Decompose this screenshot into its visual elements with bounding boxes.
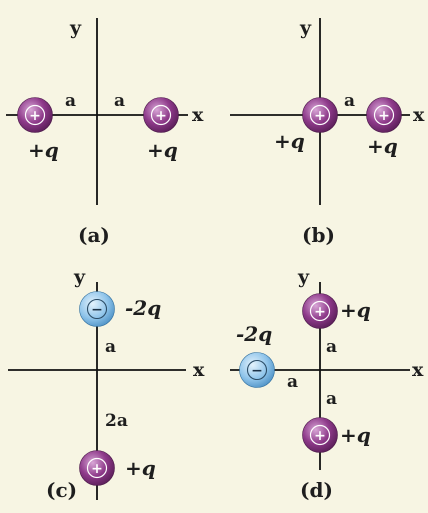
panel-b-caption: (b) (302, 223, 335, 247)
panel-b-distance: a (344, 91, 355, 111)
panel-c-distance-upper: a (105, 337, 116, 357)
charge-sign: + (29, 108, 41, 124)
panel-c-distance-lower: 2a (105, 411, 128, 431)
panel-c-x-label: x (193, 359, 205, 381)
panel-b-charge-right: + (366, 97, 402, 133)
panel-b-x-label: x (413, 104, 425, 126)
charge-sign: + (155, 108, 167, 124)
panel-d-y-label: y (297, 266, 310, 288)
panel-c-charge-bottom: + (79, 450, 115, 486)
panel-a-charge-left: + (17, 97, 53, 133)
panel-d-charge-top-label: +q (340, 298, 371, 322)
charge-sign-ring (309, 300, 331, 322)
charge-sign-ring (373, 104, 395, 126)
positive-charge-ball (366, 97, 402, 133)
panel-a-distance-right: a (114, 91, 125, 111)
panel-d-charge-bottom-label: +q (340, 423, 371, 447)
positive-charge-ball (143, 97, 179, 133)
panel-c-charge-top: − (79, 291, 115, 327)
charge-sign: − (251, 363, 263, 379)
panel-c-charge-top-label: -2q (125, 296, 161, 320)
positive-charge-ball (302, 293, 338, 329)
charge-sign-ring (86, 298, 108, 320)
panel-c-y-label: y (73, 266, 86, 288)
positive-charge-ball (17, 97, 53, 133)
positive-charge-ball (302, 97, 338, 133)
panel-b-charge-origin-label: +q (274, 129, 305, 153)
positive-charge-ball (302, 417, 338, 453)
charge-sign: + (314, 108, 326, 124)
charge-sign: + (314, 428, 326, 444)
negative-charge-ball (79, 291, 115, 327)
panel-a-distance-left: a (65, 91, 76, 111)
panel-a-caption: (a) (78, 223, 110, 247)
panel-a: y x a a + +q + +q (a) (6, 17, 204, 247)
charge-sign: + (314, 304, 326, 320)
positive-charge-ball (79, 450, 115, 486)
panel-b: y x a + +q + +q (b) (230, 17, 425, 247)
panel-a-x-label: x (192, 104, 204, 126)
panel-d-distance-upper: a (326, 337, 337, 357)
panel-a-y-label: y (69, 17, 82, 39)
charge-sign: − (91, 302, 103, 318)
panel-d-caption: (d) (300, 478, 333, 502)
panel-c-caption: (c) (46, 478, 77, 502)
panel-d-charge-top: + (302, 293, 338, 329)
charge-sign-ring (24, 104, 46, 126)
panel-b-y-label: y (299, 17, 312, 39)
panel-c: y x a 2a − -2q + +q (c) (8, 266, 205, 502)
charge-sign-ring (150, 104, 172, 126)
panel-c-charge-bottom-label: +q (125, 456, 156, 480)
charge-sign-ring (246, 359, 268, 381)
panel-a-charge-right: + (143, 97, 179, 133)
panel-d-distance-left: a (287, 372, 298, 392)
negative-charge-ball (239, 352, 275, 388)
panel-b-charge-right-label: +q (367, 134, 398, 158)
panel-a-charge-left-label: +q (28, 138, 59, 162)
panel-d: y x a a a + +q − -2q + +q (d) (230, 266, 424, 502)
charge-sign-ring (309, 104, 331, 126)
charge-sign-ring (309, 424, 331, 446)
charge-sign: + (91, 461, 103, 477)
panel-d-distance-lower: a (326, 389, 337, 409)
panel-d-charge-left-label: -2q (236, 322, 272, 346)
panel-d-charge-left: − (239, 352, 275, 388)
charge-sign-ring (86, 457, 108, 479)
panel-d-charge-bottom: + (302, 417, 338, 453)
panel-d-x-label: x (412, 359, 424, 381)
panel-a-charge-right-label: +q (147, 138, 178, 162)
charge-sign: + (378, 108, 390, 124)
panel-b-charge-origin: + (302, 97, 338, 133)
